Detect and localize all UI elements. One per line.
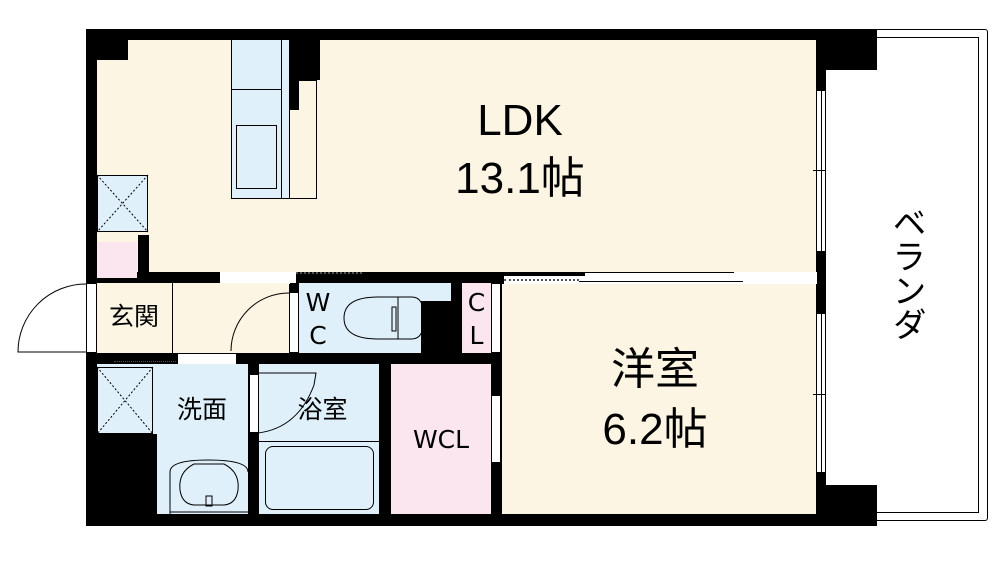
entrance-door-swing-icon[interactable] bbox=[17, 283, 87, 355]
wcl-label: WCL bbox=[412, 425, 470, 454]
bathtub-icon bbox=[265, 446, 374, 510]
entrance-door-frame bbox=[86, 283, 97, 353]
toilet-door-swing-icon[interactable] bbox=[230, 292, 290, 353]
lower-right-column bbox=[816, 485, 877, 526]
ldk-sliding-partition bbox=[579, 272, 734, 273]
ldk-floor bbox=[97, 40, 816, 272]
western-room-window-mullion bbox=[821, 313, 822, 473]
closet-label-c: C bbox=[467, 288, 486, 317]
washroom-opening bbox=[178, 354, 236, 364]
toilet-door-frame bbox=[289, 292, 299, 353]
hallway-floor bbox=[97, 283, 289, 353]
balcony bbox=[820, 29, 988, 521]
toilet-shelf bbox=[421, 283, 451, 301]
bathroom-door-swing-icon[interactable] bbox=[257, 372, 318, 435]
washer-x-icon bbox=[96, 366, 154, 435]
wcl-door-frame bbox=[491, 395, 501, 463]
sliding-door-track-1 bbox=[504, 279, 579, 281]
partition-wall bbox=[480, 272, 585, 276]
toilet-label-w: W bbox=[305, 288, 331, 317]
hall-opening-white bbox=[220, 272, 296, 283]
kitchen-counter-divider bbox=[231, 89, 282, 90]
western-room-label: 洋室 bbox=[611, 345, 699, 394]
shoe-closet bbox=[97, 242, 137, 278]
bathroom-label: 浴室 bbox=[297, 395, 348, 424]
washroom-opening-line bbox=[114, 361, 176, 362]
western-room-window-mark bbox=[813, 394, 829, 395]
corner-column bbox=[97, 40, 128, 60]
washroom-column bbox=[97, 434, 157, 514]
closet-label-l: L bbox=[469, 321, 484, 350]
toilet-label-c: C bbox=[309, 321, 327, 350]
closet-floor bbox=[462, 283, 491, 353]
storage-x-icon bbox=[96, 174, 149, 233]
kitchen-column-lower bbox=[289, 80, 299, 110]
kitchen-counter bbox=[231, 40, 290, 199]
western-room-floor bbox=[502, 284, 816, 514]
balcony-label: ベランダ bbox=[886, 205, 926, 341]
entrance-step-line bbox=[172, 283, 173, 353]
washroom-label: 洗面 bbox=[176, 395, 227, 424]
balcony-inner-rail bbox=[820, 37, 979, 513]
ldk-size: 13.1帖 bbox=[455, 154, 585, 203]
ldk-label: LDK bbox=[477, 96, 563, 145]
balcony-strip bbox=[826, 70, 878, 485]
bathroom-floor bbox=[259, 364, 379, 514]
sliding-door-track-2 bbox=[579, 281, 743, 282]
upper-right-column bbox=[816, 29, 877, 70]
toilet-icon bbox=[343, 296, 425, 340]
closet-door-frame bbox=[491, 283, 501, 353]
bathtub-divider bbox=[259, 441, 379, 442]
wall-segment bbox=[138, 235, 149, 272]
hall-opening-line bbox=[296, 272, 362, 274]
bathroom-door-frame bbox=[249, 374, 259, 433]
ldk-window-mark bbox=[813, 170, 829, 171]
sink-icon bbox=[236, 125, 277, 189]
western-room-size: 6.2帖 bbox=[602, 405, 708, 454]
kitchen-column bbox=[289, 40, 320, 80]
toilet-floor bbox=[299, 283, 421, 353]
washbasin-icon bbox=[169, 459, 249, 514]
wcl-floor bbox=[391, 364, 491, 514]
entrance-label: 玄関 bbox=[108, 302, 159, 331]
ldk-window-mullion bbox=[821, 90, 822, 252]
kitchen-counter-edge bbox=[281, 40, 282, 199]
counter-back bbox=[290, 80, 317, 199]
